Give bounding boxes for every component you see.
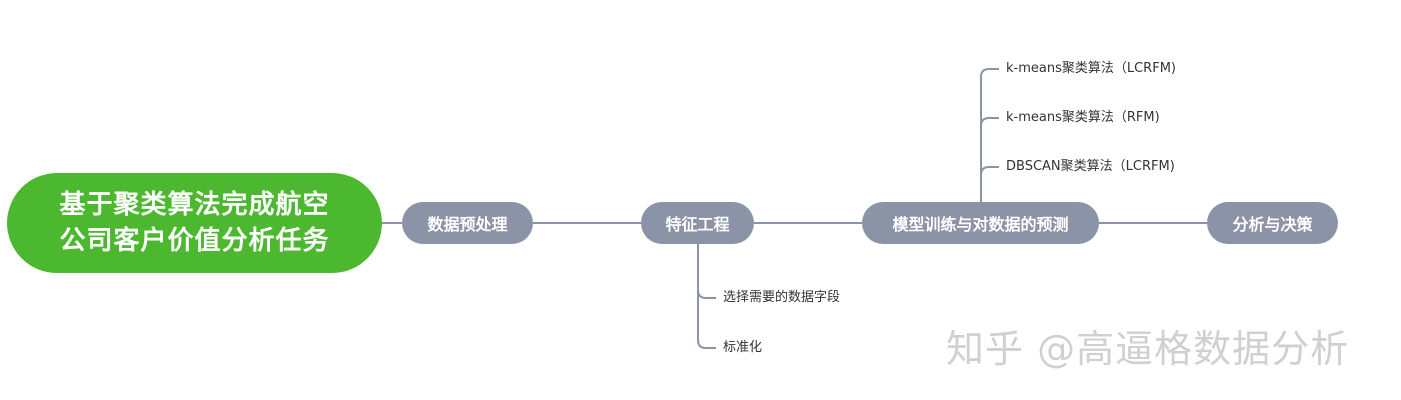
branch-analysis-decision[interactable]: 分析与决策 <box>1207 202 1338 244</box>
connector-feature-leaf1 <box>697 289 716 299</box>
leaf-dbscan-lcrfm[interactable]: DBSCAN聚类算法（LCRFM) <box>1006 159 1175 174</box>
leaf-kmeans-rfm[interactable]: k-means聚类算法（RFM) <box>1006 110 1160 125</box>
watermark-text: 知乎 @高逼格数据分析 <box>946 327 1350 371</box>
connector-model-leaf2 <box>980 117 999 127</box>
root-topic[interactable]: 基于聚类算法完成航空 公司客户价值分析任务 <box>7 173 382 273</box>
branch-feature-engineering[interactable]: 特征工程 <box>641 202 754 244</box>
leaf-kmeans-lcrfm[interactable]: k-means聚类算法（LCRFM) <box>1006 61 1176 76</box>
connector-feature-trunk <box>697 244 716 349</box>
root-topic-title: 基于聚类算法完成航空 公司客户价值分析任务 <box>59 190 330 256</box>
branch-data-preprocessing[interactable]: 数据预处理 <box>402 202 533 244</box>
connector-model-trunk <box>980 68 999 202</box>
leaf-standardization[interactable]: 标准化 <box>723 340 763 355</box>
leaf-select-fields[interactable]: 选择需要的数据字段 <box>723 290 841 305</box>
branch-model-training[interactable]: 模型训练与对数据的预测 <box>862 202 1099 244</box>
connector-model-leaf3 <box>980 166 999 176</box>
